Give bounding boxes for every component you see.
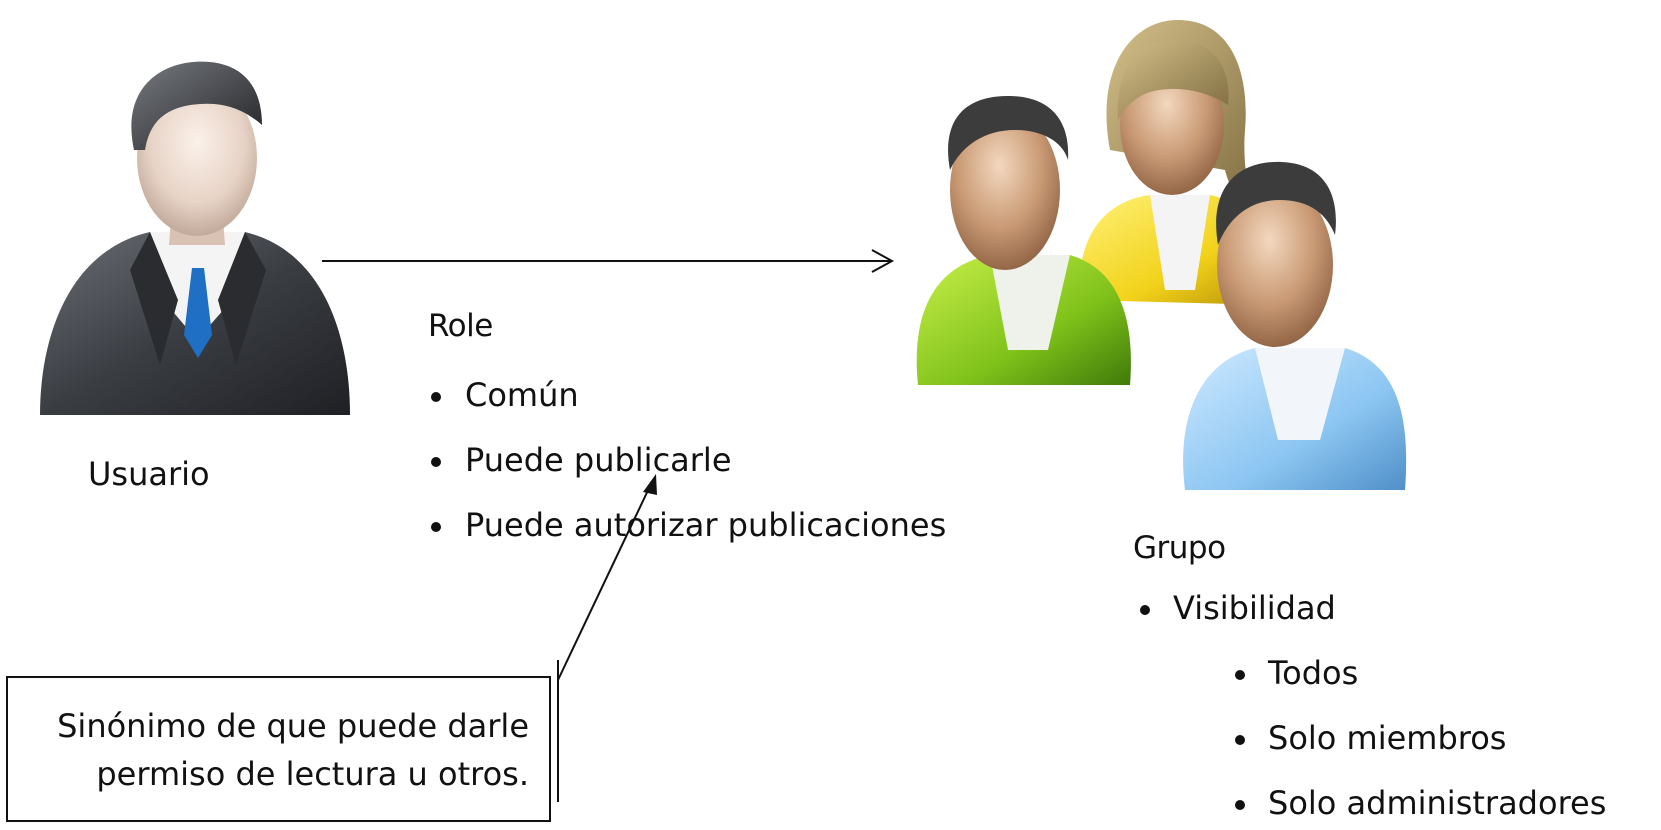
businessman-user-icon	[40, 61, 350, 415]
grupo-title: Grupo	[1133, 530, 1226, 566]
group-member-green	[916, 95, 1131, 385]
note-line-1: Sinónimo de que puede darle	[57, 707, 529, 745]
role-item-comun: Común	[465, 376, 579, 414]
bullet-dot	[1235, 735, 1245, 745]
bullet-dot	[1235, 670, 1245, 680]
role-item-puede-publicarle: Puede publicarle	[465, 441, 732, 479]
note-line-2: permiso de lectura u otros.	[96, 755, 529, 793]
bullet-dot	[431, 457, 441, 467]
usuario-label: Usuario	[88, 455, 210, 493]
grupo-item-todos: Todos	[1268, 654, 1359, 692]
grupo-item-solo-miembros: Solo miembros	[1268, 719, 1507, 757]
bullet-dot	[1235, 800, 1245, 810]
bullet-dot	[1140, 605, 1150, 615]
bullet-dot	[431, 522, 441, 532]
user-to-group-arrow	[322, 249, 895, 273]
grupo-item-solo-administradores: Solo administradores	[1268, 784, 1607, 822]
role-item-puede-autorizar: Puede autorizar publicaciones	[465, 506, 947, 544]
user-group-icon	[916, 19, 1407, 490]
group-member-blue	[1183, 161, 1407, 490]
bullet-dot	[431, 392, 441, 402]
grupo-item-visibilidad: Visibilidad	[1173, 589, 1336, 627]
note-callout-arrow	[557, 474, 657, 802]
note-box: Sinónimo de que puede darle permiso de l…	[6, 676, 551, 822]
role-title: Role	[428, 308, 493, 344]
